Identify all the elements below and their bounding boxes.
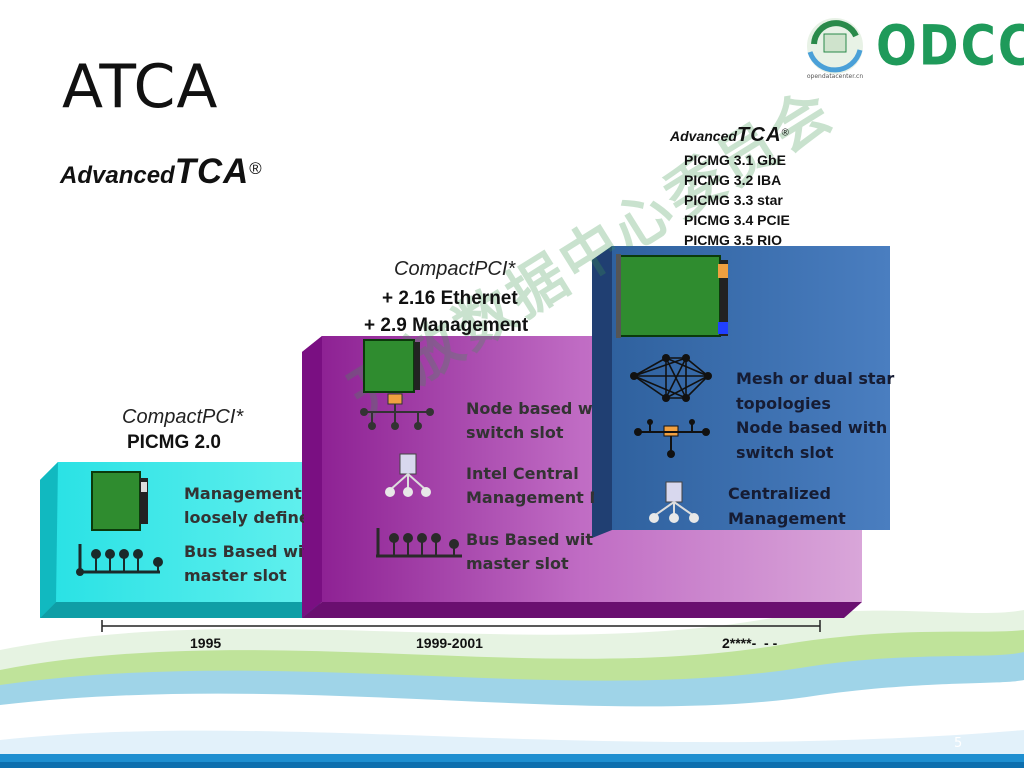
bottom-swoosh-decoration bbox=[0, 610, 1024, 768]
switch-node-icon-purple bbox=[360, 393, 434, 430]
odcc-logo: opendatacenter.cn ODCC bbox=[800, 14, 1024, 84]
timeline-label-1995: 1995 bbox=[190, 635, 222, 651]
odcc-small-text: opendatacenter.cn bbox=[807, 73, 863, 80]
timeline-label-future: 2****- - - bbox=[722, 635, 778, 651]
picmg-spec-item: PICMG 3.2 IBA bbox=[684, 172, 782, 188]
compactpci-left-logo: CompactPCI* bbox=[122, 406, 244, 428]
circuit-board-icon-purple bbox=[363, 339, 420, 393]
central-management-icon-blue bbox=[649, 481, 699, 523]
advanced-tca-small-logo: AdvancedTCA® bbox=[670, 124, 789, 146]
bus-topology-icon-cyan bbox=[76, 544, 163, 576]
circuit-board-icon-cyan bbox=[91, 471, 148, 531]
timeline-axis bbox=[101, 620, 821, 632]
odcc-emblem-icon: opendatacenter.cn bbox=[807, 18, 863, 80]
picmg-2-0-label: PICMG 2.0 bbox=[127, 432, 221, 453]
odcc-logo-text: ODCC bbox=[876, 13, 1024, 79]
slide-title: ATCA bbox=[62, 52, 219, 122]
picmg-spec-item: PICMG 3.3 star bbox=[684, 192, 783, 208]
timeline-label-1999-2001: 1999-2001 bbox=[416, 635, 483, 651]
page-number: 5 bbox=[954, 736, 963, 751]
compactpci-middle-logo: CompactPCI* bbox=[394, 258, 516, 280]
picmg-spec-item: PICMG 3.5 RIO bbox=[684, 232, 783, 248]
central-management-icon-purple bbox=[385, 453, 431, 497]
picmg-spec-item: PICMG 3.4 PCIE bbox=[684, 212, 790, 228]
circuit-board-icon-blue bbox=[616, 254, 728, 338]
mesh-topology-icon bbox=[630, 354, 712, 402]
middle-line-management: + 2.9 Management bbox=[364, 315, 529, 336]
middle-line-ethernet: + 2.16 Ethernet bbox=[382, 288, 518, 309]
bus-topology-icon-purple bbox=[376, 528, 462, 558]
picmg-spec-list: PICMG 3.1 GbE PICMG 3.2 IBA PICMG 3.3 st… bbox=[684, 150, 790, 250]
advanced-tca-logo: AdvancedTCA® bbox=[60, 152, 262, 191]
switch-node-icon-blue bbox=[634, 419, 710, 458]
picmg-spec-item: PICMG 3.1 GbE bbox=[684, 152, 786, 168]
